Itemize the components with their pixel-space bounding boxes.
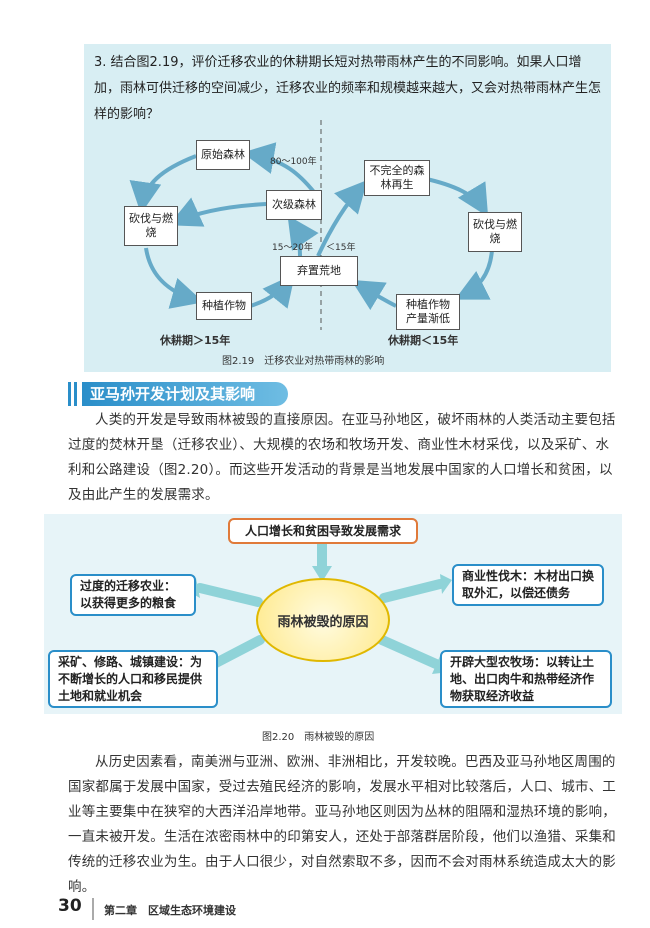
- top-cause-box: 人口增长和贫困导致发展需求: [228, 518, 418, 544]
- primary-forest-box: 原始森林: [196, 140, 250, 170]
- years-15-20-label: 15～20年: [272, 243, 313, 253]
- footer-divider: [92, 898, 94, 920]
- page-number: 30: [58, 896, 82, 916]
- center-oval-text: 雨林被毁的原因: [277, 614, 369, 630]
- section-header: 亚马孙开发计划及其影响: [68, 382, 288, 406]
- section-bars-icon: [68, 382, 82, 406]
- paragraph-2: 从历史因素看，南美洲与亚洲、欧洲、非洲相比，开发较晚。巴西及亚马孙地区周围的国家…: [68, 754, 616, 895]
- cause-ranching-box: 开辟大型农牧场：以转让土地、出口肉牛和热带经济作物获取经济收益: [440, 650, 612, 708]
- question-text: 3. 结合图2.19，评价迁移农业的休耕期长短对热带雨林产生的不同影响。如果人口…: [94, 55, 602, 122]
- secondary-forest-box: 次级森林: [266, 190, 322, 220]
- plant-crops-box: 种植作物: [196, 292, 252, 320]
- section-title-band: 亚马孙开发计划及其影响: [82, 382, 288, 406]
- years-80-100-label: 80～100年: [270, 157, 317, 167]
- cause-logging-box: 商业性伐木：木材出口换取外汇，以偿还债务: [452, 564, 604, 606]
- cut-burn-left-box: 砍伐与燃烧: [124, 206, 178, 246]
- cause-mining-box: 采矿、修路、城镇建设：为不断增长的人口和移民提供土地和就业机会: [48, 650, 218, 708]
- fallow-short-label: 休耕期＜15年: [388, 334, 459, 347]
- abandoned-land-box: 弃置荒地: [280, 256, 358, 286]
- cause-shifting-box: 过度的迁移农业：以获得更多的粮食: [70, 574, 196, 616]
- fig220-caption: 图2.20 雨林被毁的原因: [262, 732, 375, 743]
- fallow-long-label: 休耕期＞15年: [160, 334, 231, 347]
- paragraph-1: 人类的开发是导致雨林被毁的直接原因。在亚马孙地区，破坏雨林的人类活动主要包括过度…: [68, 412, 616, 503]
- crops-low-yield-box: 种植作物产量渐低: [396, 294, 460, 330]
- incomplete-regrowth-box: 不完全的森林再生: [364, 160, 430, 196]
- fig219-caption: 图2.19 迁移农业对热带雨林的影响: [222, 356, 385, 367]
- years-short-label: ＜15年: [326, 243, 356, 253]
- center-oval: 雨林被毁的原因: [256, 578, 390, 662]
- cut-burn-right-box: 砍伐与燃烧: [468, 212, 522, 252]
- section-title: 亚马孙开发计划及其影响: [90, 385, 256, 403]
- footer-chapter: 第二章 区域生态环境建设: [104, 904, 236, 917]
